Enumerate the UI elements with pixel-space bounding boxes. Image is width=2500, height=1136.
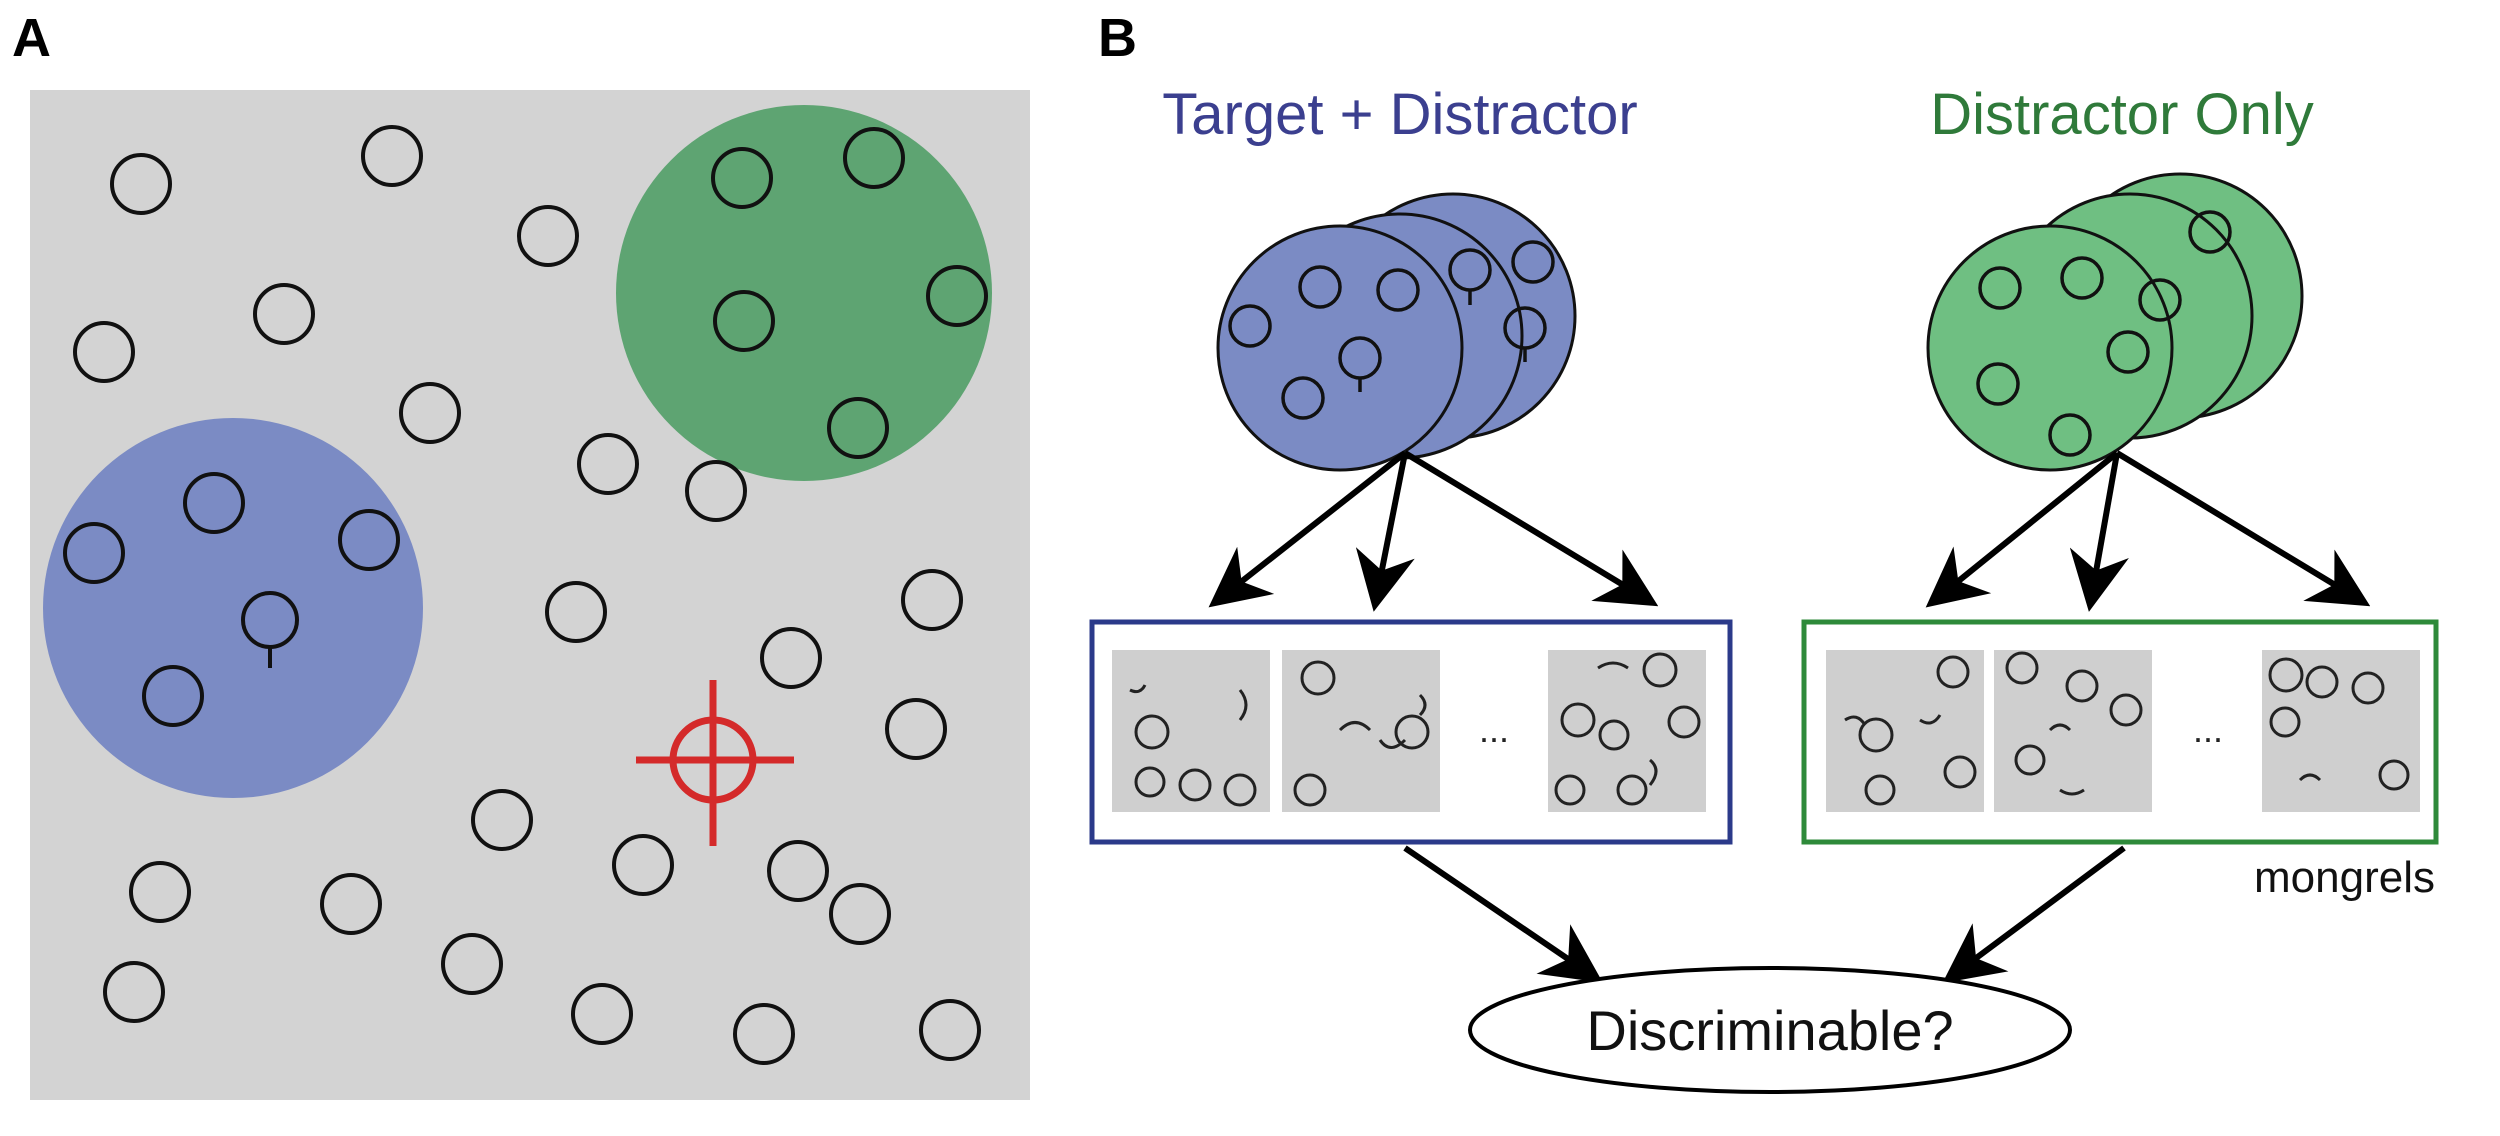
distractor-ring (571, 983, 633, 1045)
ellipsis-right: ... (2193, 709, 2223, 750)
panel-a (30, 90, 1030, 1100)
distractor-ring (760, 627, 822, 689)
panel-b-label: B (1098, 8, 1137, 68)
distractor-sample-stack (1926, 172, 2304, 472)
distractor-ring (183, 472, 245, 534)
distractor-ring (338, 509, 400, 571)
distractor-ring (926, 265, 988, 327)
distractor-ring-group (63, 125, 988, 1065)
distractor-ring (129, 861, 191, 923)
distractor-ring (320, 873, 382, 935)
fixation-crosshair-icon (636, 680, 794, 846)
distractor-ring (767, 840, 829, 902)
mongrels-label: mongrels (2254, 853, 2435, 902)
decision-node: Discriminable? (1468, 966, 2072, 1094)
target-pooling-region (43, 418, 423, 798)
distractor-ring (545, 581, 607, 643)
arrows-to-decision (1403, 845, 2126, 984)
distractor-ring (73, 321, 135, 383)
distractor-ring (361, 125, 423, 187)
target-item (241, 591, 299, 668)
distractor-ring (713, 290, 775, 352)
mongrel-image (1282, 650, 1440, 812)
distractor-ring (827, 397, 889, 459)
distractor-ring (829, 883, 891, 945)
distractor-ring (577, 433, 639, 495)
distractor-ring (399, 382, 461, 444)
mongrel-image (1826, 650, 1984, 812)
distractor-ring (471, 789, 533, 851)
distractor-ring (901, 569, 963, 631)
distractor-ring (711, 147, 773, 209)
distractor-ring (110, 153, 172, 215)
panel-a-label: A (12, 8, 51, 68)
distractor-ring (142, 665, 204, 727)
distractor-ring (63, 522, 125, 584)
decision-label: Discriminable? (1586, 999, 1953, 1062)
distractor-pooling-region (616, 105, 992, 481)
distractor-ring (843, 127, 905, 189)
distractor-ring (103, 961, 165, 1023)
distractor-ring (517, 205, 579, 267)
mongrel-image (2262, 650, 2420, 812)
target-distractor-title: Target + Distractor (1162, 82, 1637, 147)
distractor-ring (612, 834, 674, 896)
target-sample-stack (1216, 192, 1577, 472)
distractor-ring (919, 999, 981, 1061)
mongrel-image (1112, 650, 1270, 812)
arrows-to-mongrels (1208, 450, 2371, 612)
distractor-ring (733, 1003, 795, 1065)
distractor-ring (685, 460, 747, 522)
ellipsis-left: ... (1479, 709, 1509, 750)
target-mongrel-box: ... (1089, 619, 1733, 845)
distractor-ring (253, 283, 315, 345)
distractor-ring (885, 698, 947, 760)
distractor-ring (441, 933, 503, 995)
mongrel-image (1994, 650, 2152, 812)
distractor-mongrel-box: ... (1801, 619, 2439, 845)
distractor-only-title: Distractor Only (1930, 82, 2314, 147)
